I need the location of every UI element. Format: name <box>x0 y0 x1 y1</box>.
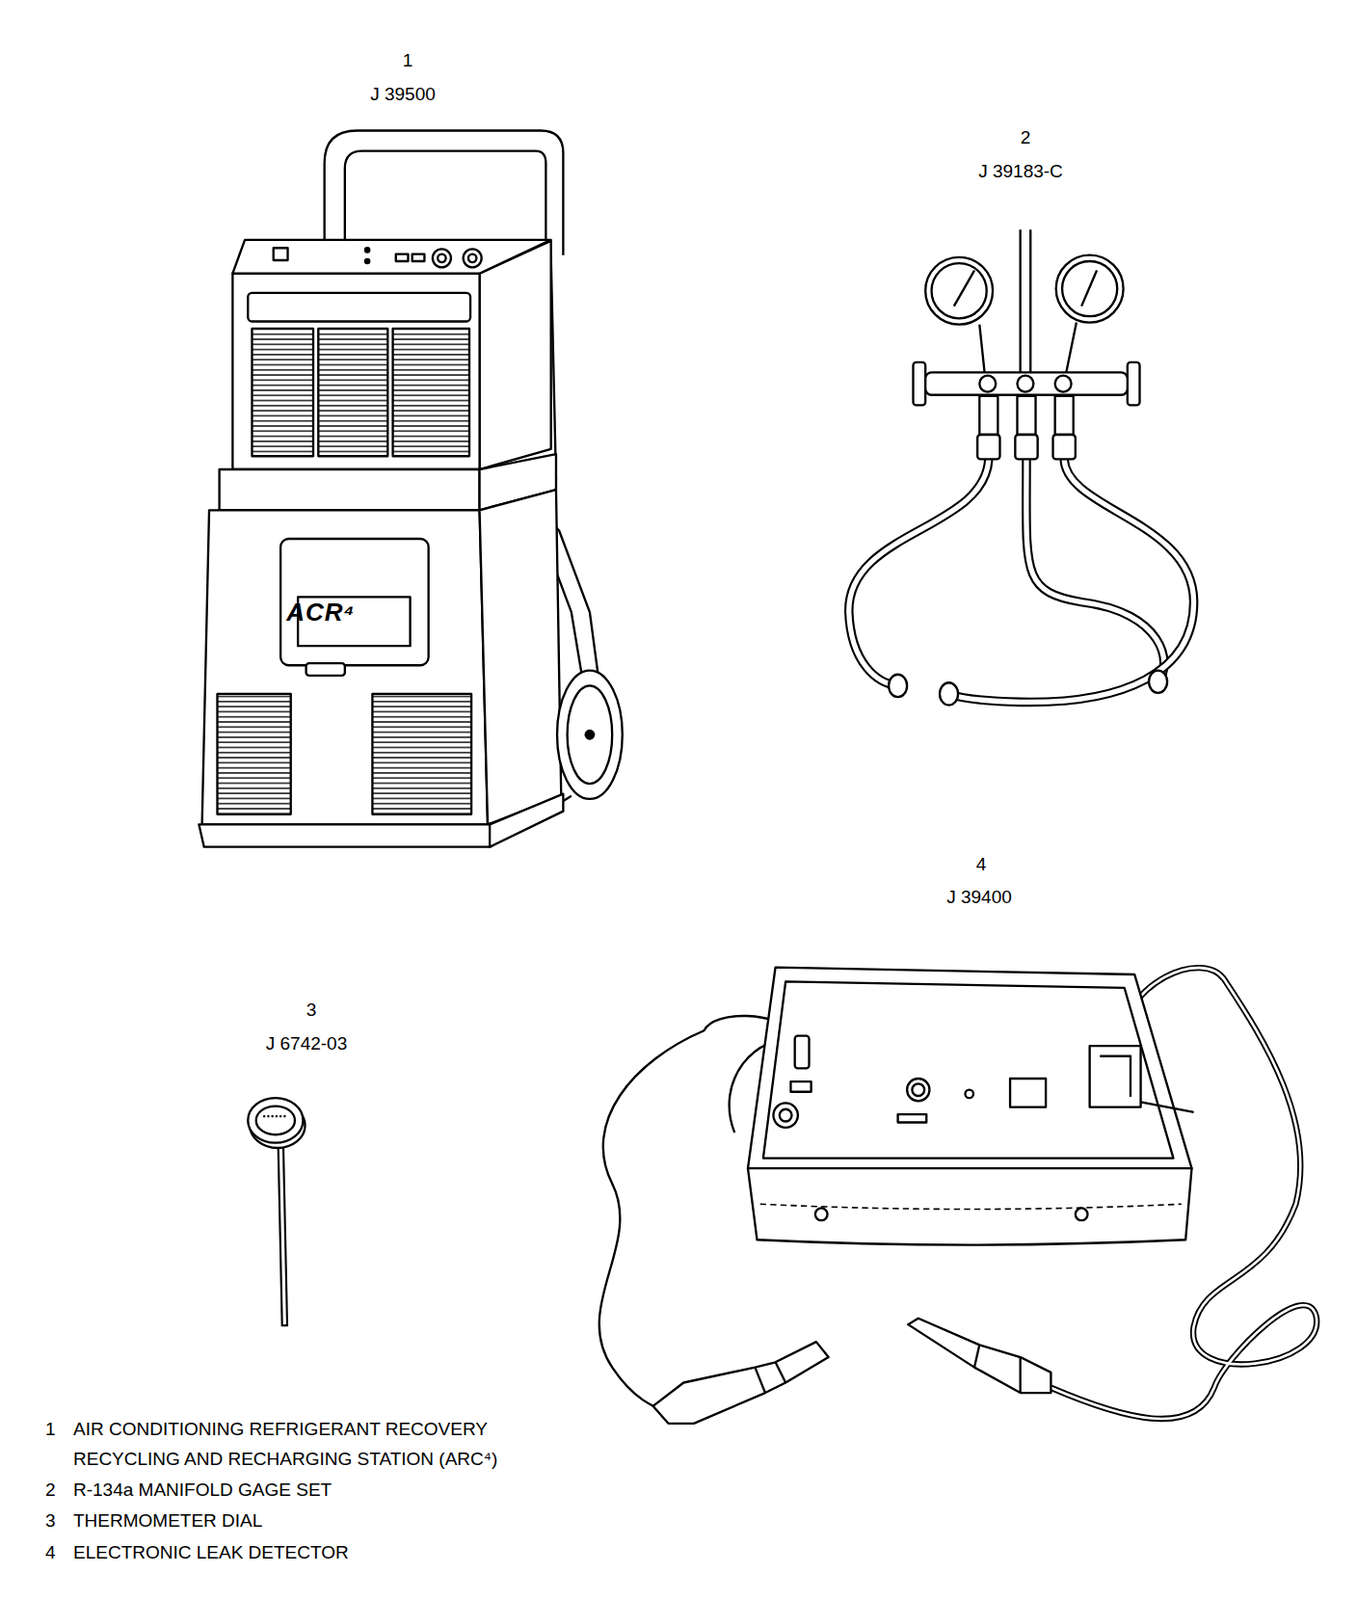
legend-number: 1 <box>45 1413 56 1444</box>
callout-number: 2 <box>1020 122 1032 153</box>
thermometer-dial <box>247 1097 305 1327</box>
part-number: J 6742-03 <box>266 1028 348 1059</box>
callout-number: 1 <box>402 45 414 76</box>
legend-text: AIR CONDITIONING REFRIGERANT RECOVERY RE… <box>73 1413 594 1474</box>
manifold-gage-set <box>849 229 1195 705</box>
part-number: J 39400 <box>946 881 1012 912</box>
recovery-station <box>198 131 622 848</box>
leak-detector <box>599 967 1317 1424</box>
logo-text: ACR⁴ <box>286 597 355 628</box>
legend-text: THERMOMETER DIAL <box>73 1505 263 1536</box>
legend-text: ELECTRONIC LEAK DETECTOR <box>73 1537 349 1568</box>
legend-number: 4 <box>45 1537 56 1568</box>
callout-number: 4 <box>976 849 987 879</box>
part-number: J 39183-C <box>978 156 1064 187</box>
legend-text: R-134a MANIFOLD GAGE SET <box>73 1474 332 1505</box>
legend-number: 2 <box>45 1474 56 1505</box>
part-number: J 39500 <box>370 79 436 109</box>
callout-number: 3 <box>306 994 318 1025</box>
legend-number: 3 <box>45 1505 56 1536</box>
